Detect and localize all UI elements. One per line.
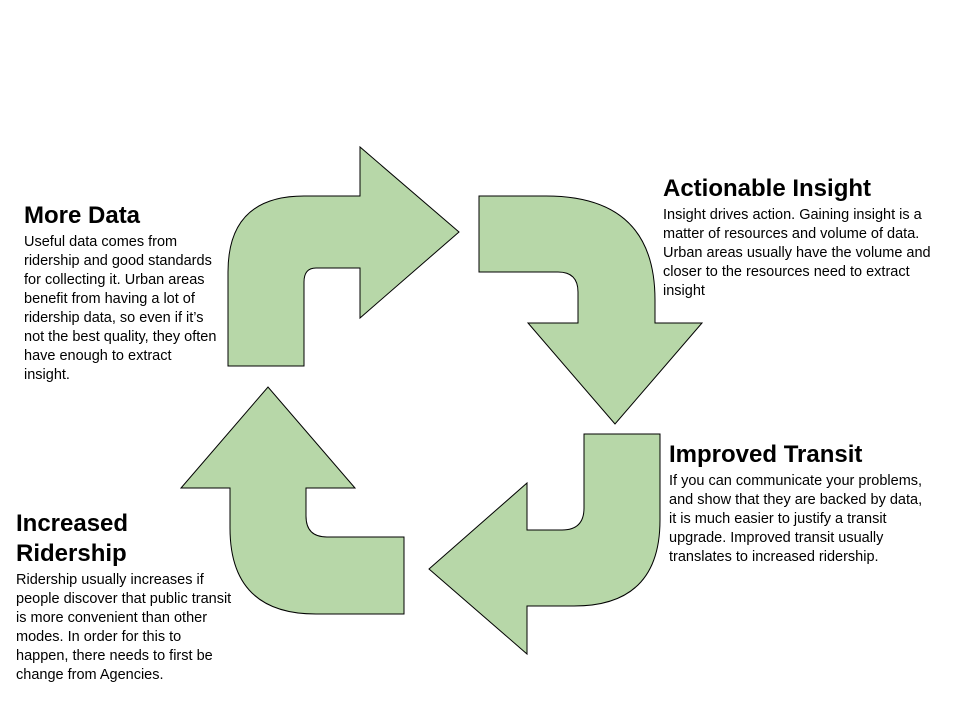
more-data-block: More Data Useful data comes from ridersh… [24,201,220,385]
improved-transit-body: If you can communicate your problems, an… [669,473,923,565]
improved-transit-block: Improved Transit If you can communicate … [669,440,931,567]
increased-ridership-block: Increased Ridership Ridership usually in… [16,509,234,685]
more-data-title: More Data [24,202,141,229]
arrow-ridership-to-more-data [179,386,405,615]
actionable-insight-title: Actionable Insight [663,175,872,202]
arrow-transit-to-ridership [428,433,661,656]
more-data-body: Useful data comes from ridership and goo… [24,234,217,383]
actionable-insight-block: Actionable Insight Insight drives action… [663,174,935,301]
arrow-more-data-to-insight [227,145,460,367]
actionable-insight-body: Insight drives action. Gaining insight i… [663,207,931,299]
increased-ridership-title: Increased Ridership [16,510,129,567]
increased-ridership-body: Ridership usually increases if people di… [16,572,232,683]
improved-transit-title: Improved Transit [669,441,863,468]
arrow-insight-to-transit [478,195,704,425]
